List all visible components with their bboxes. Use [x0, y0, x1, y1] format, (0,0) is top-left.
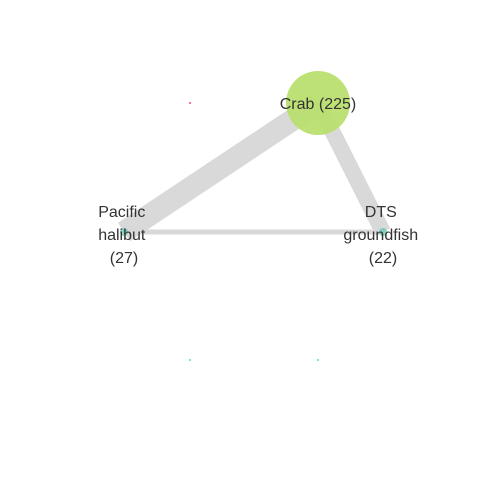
node-label-pacific-halibut-line-3: (27)	[110, 250, 138, 267]
node-label-dts-groundfish-line-3: (22)	[369, 250, 397, 267]
node-pacific-halibut[interactable]	[120, 228, 128, 236]
node-label-crab: Crab (225)	[280, 96, 356, 113]
node-label-pacific-halibut-line-1: Pacific	[98, 204, 145, 221]
node-label-dts-groundfish-line-1: DTS	[365, 204, 397, 221]
stray-red-dot	[189, 102, 191, 104]
edge-crab-pacific-halibut	[117, 93, 325, 242]
node-label-pacific-halibut: Pacific halibut (27)	[98, 204, 150, 267]
stray-teal-dot-left	[189, 359, 191, 361]
node-label-pacific-halibut-line-2: halibut	[98, 227, 146, 244]
node-dts-groundfish[interactable]	[379, 228, 387, 236]
node-label-dts-groundfish-line-2: groundfish	[343, 227, 418, 244]
node-label-crab-line-1: Crab (225)	[280, 96, 356, 113]
node-label-dts-groundfish: DTS groundfish (22)	[343, 204, 422, 267]
node-crab[interactable]	[286, 71, 350, 135]
stray-teal-dot-right	[317, 359, 319, 361]
